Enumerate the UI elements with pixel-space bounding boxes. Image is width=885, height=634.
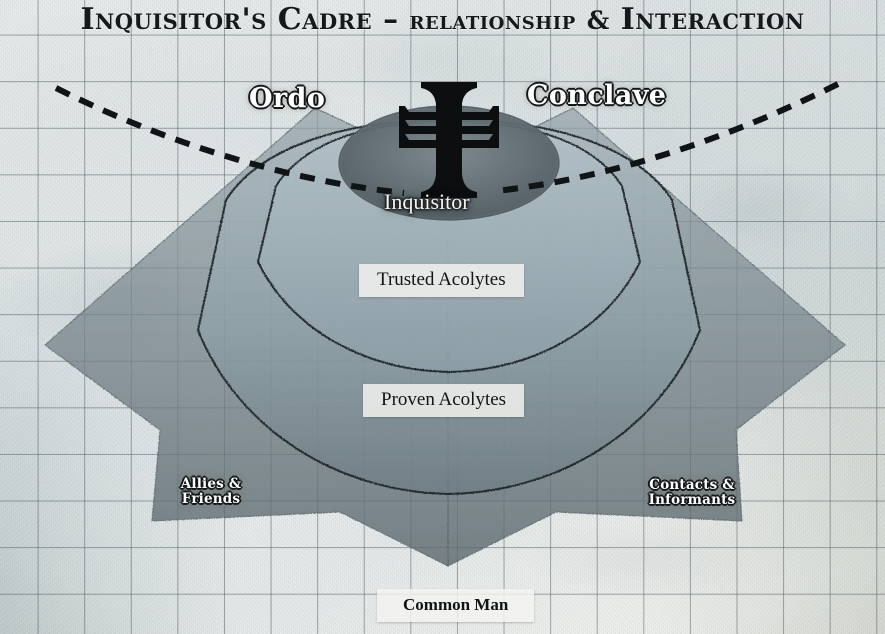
page-title: Inquisitor's Cadre – relationship & Inte…	[0, 2, 885, 37]
allies-line-1: Allies &	[180, 476, 242, 492]
inquisition-i-icon	[399, 82, 499, 198]
connector-ordo-dashed	[54, 85, 405, 196]
contacts-line-1: Contacts &	[649, 477, 735, 493]
faction-label-conclave[interactable]: Conclave	[527, 80, 667, 111]
page-title-sub2: Interaction	[620, 2, 805, 37]
tier-label-common-man[interactable]: Common Man	[377, 589, 535, 622]
faction-label-ordo[interactable]: Ordo	[249, 83, 326, 114]
tier-label-proven-acolytes[interactable]: Proven Acolytes	[363, 384, 525, 417]
connector-conclave-dashed	[495, 81, 840, 194]
tier-label-trusted-acolytes[interactable]: Trusted Acolytes	[359, 264, 524, 297]
page-title-sub1: relationship	[409, 6, 576, 35]
tier-label-allies-friends[interactable]: Allies & Friends	[170, 477, 252, 507]
contacts-line-2: Informants	[648, 492, 736, 508]
page-title-dash: –	[383, 2, 399, 37]
page-title-main: Inquisitor's Cadre	[80, 2, 373, 37]
tier-label-inquisitor[interactable]: Inquisitor	[384, 189, 470, 214]
tier-label-contacts-informants[interactable]: Contacts & Informants	[642, 478, 742, 508]
page-title-amp: &	[586, 6, 610, 35]
allies-line-2: Friends	[181, 491, 241, 507]
